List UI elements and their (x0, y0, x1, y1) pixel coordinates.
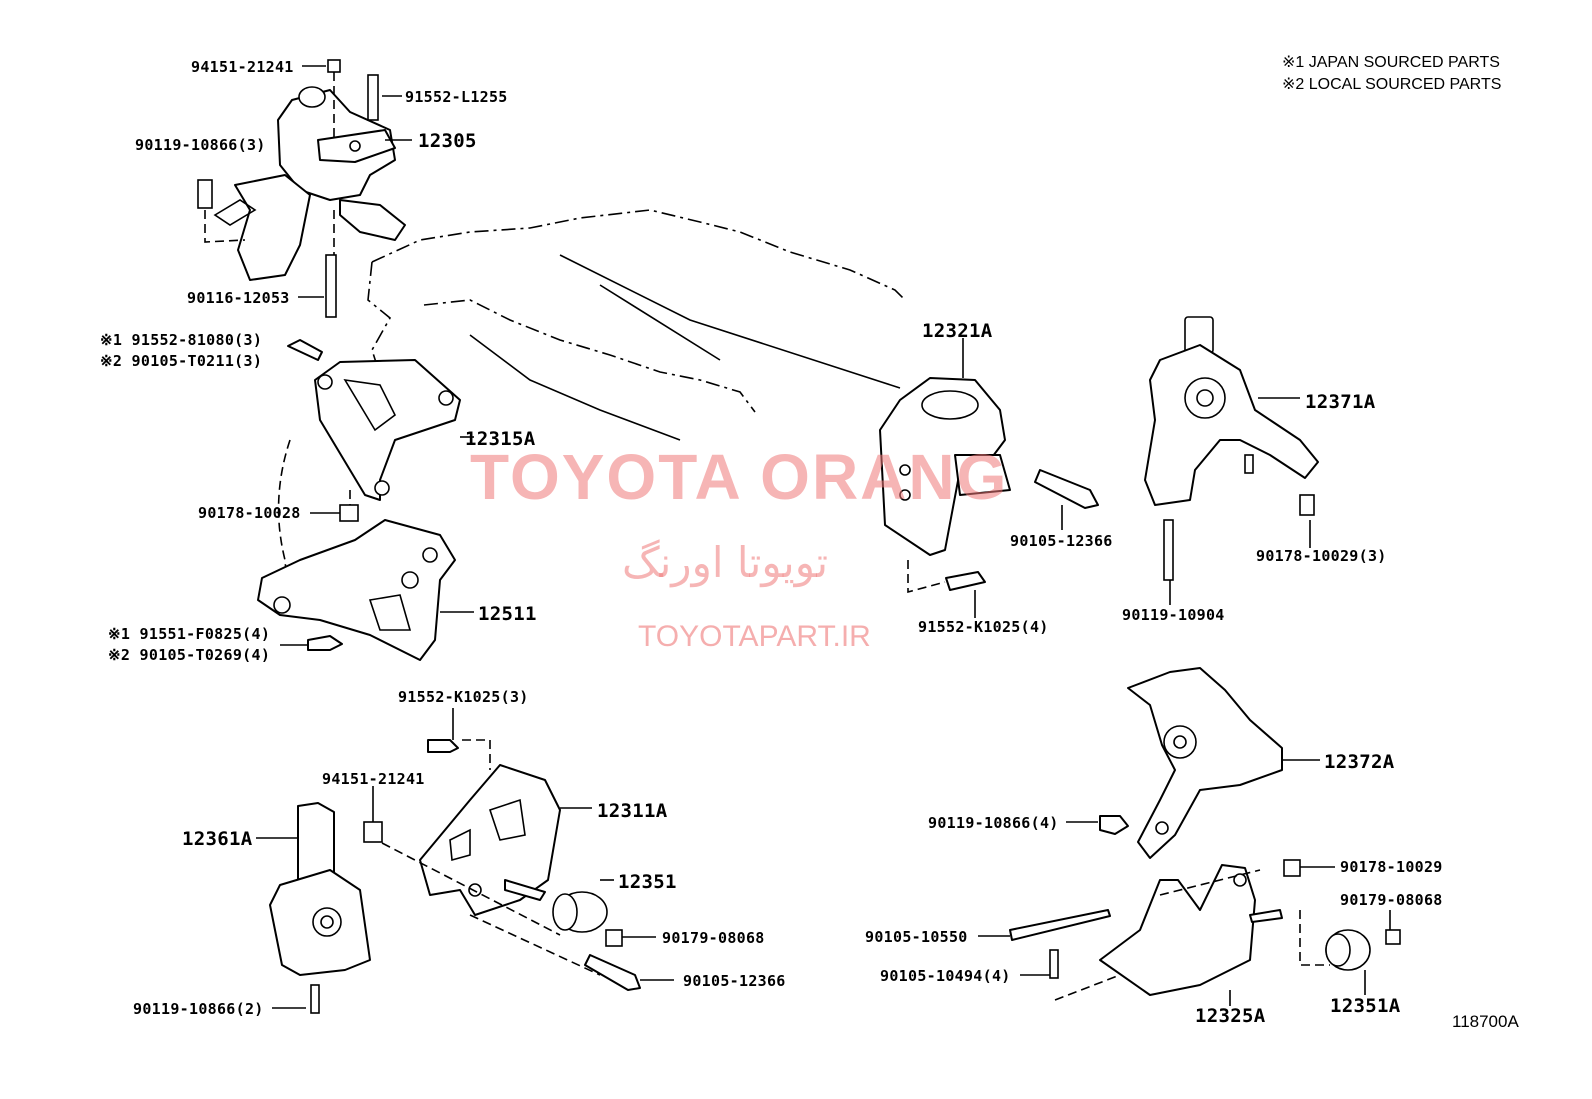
bracket-12311a (419, 739, 561, 916)
leader-lines (256, 65, 1391, 1009)
label-90119-10866-2: 90119-10866(2) (133, 1000, 264, 1018)
label-91552-k1025-4: 91552-K1025(4) (918, 618, 1049, 636)
label-12305: 12305 (418, 130, 477, 152)
label-12351a: 12351A (1330, 995, 1401, 1017)
mount-12305 (197, 59, 406, 318)
note-japan-sourced: ※1 JAPAN SOURCED PARTS (1282, 54, 1500, 71)
label-90119-10866-4: 90119-10866(4) (928, 814, 1059, 832)
bushing-12351 (381, 842, 641, 991)
label-90105-12366-mid: 90105-12366 (1010, 532, 1113, 550)
label-94151-21241-top: 94151-21241 (191, 58, 294, 76)
label-90116-12053: 90116-12053 (187, 289, 290, 307)
label-90105-t0269: ※2 90105-T0269(4) (108, 646, 271, 664)
label-12351: 12351 (618, 871, 677, 893)
bracket-12325a (1009, 859, 1330, 1001)
label-12321a: 12321A (922, 320, 993, 342)
figure-code: 118700A (1452, 1012, 1519, 1031)
label-91552-l1255: 91552-L1255 (405, 88, 508, 106)
label-90178-10029: 90178-10029 (1340, 858, 1443, 876)
label-91552-k1025-3: 91552-K1025(3) (398, 688, 529, 706)
bracket-12321a (879, 377, 1099, 594)
label-90179-08068-right: 90179-08068 (1340, 891, 1443, 909)
label-12325a: 12325A (1195, 1005, 1266, 1027)
bracket-12511 (257, 519, 456, 661)
label-12371a: 12371A (1305, 391, 1376, 413)
label-90105-10494-4: 90105-10494(4) (880, 967, 1011, 985)
bushing-12351a (1325, 929, 1401, 971)
watermark-url: TOYOTAPART.IR (638, 620, 871, 653)
mount-12361a (269, 802, 383, 1014)
label-90178-10028: 90178-10028 (198, 504, 301, 522)
label-90179-08068-left: 90179-08068 (662, 929, 765, 947)
label-90105-12366-left: 90105-12366 (683, 972, 786, 990)
label-90119-10866-3: 90119-10866(3) (135, 136, 266, 154)
bracket-12315a (287, 339, 461, 522)
label-90119-10904: 90119-10904 (1122, 606, 1225, 624)
label-91551-f0825: ※1 91551-F0825(4) (108, 625, 271, 643)
label-90105-t0211: ※2 90105-T0211(3) (100, 352, 263, 370)
label-94151-21241-mid: 94151-21241 (322, 770, 425, 788)
note-local-sourced: ※2 LOCAL SOURCED PARTS (1282, 76, 1502, 93)
mount-12372a (1099, 667, 1283, 859)
label-12361a: 12361A (182, 828, 253, 850)
label-12315a: 12315A (465, 428, 536, 450)
label-12311a: 12311A (597, 800, 668, 822)
mount-12371a (1144, 316, 1319, 581)
label-12372a: 12372A (1324, 751, 1395, 773)
watermark-farsi: تویوتا اورنگ (622, 538, 829, 587)
label-91552-81080: ※1 91552-81080(3) (100, 331, 263, 349)
watermark-brand: TOYOTA ORANG (470, 441, 1009, 513)
label-90105-10550: 90105-10550 (865, 928, 968, 946)
label-90178-10029-3: 90178-10029(3) (1256, 547, 1387, 565)
label-12511: 12511 (478, 603, 537, 625)
